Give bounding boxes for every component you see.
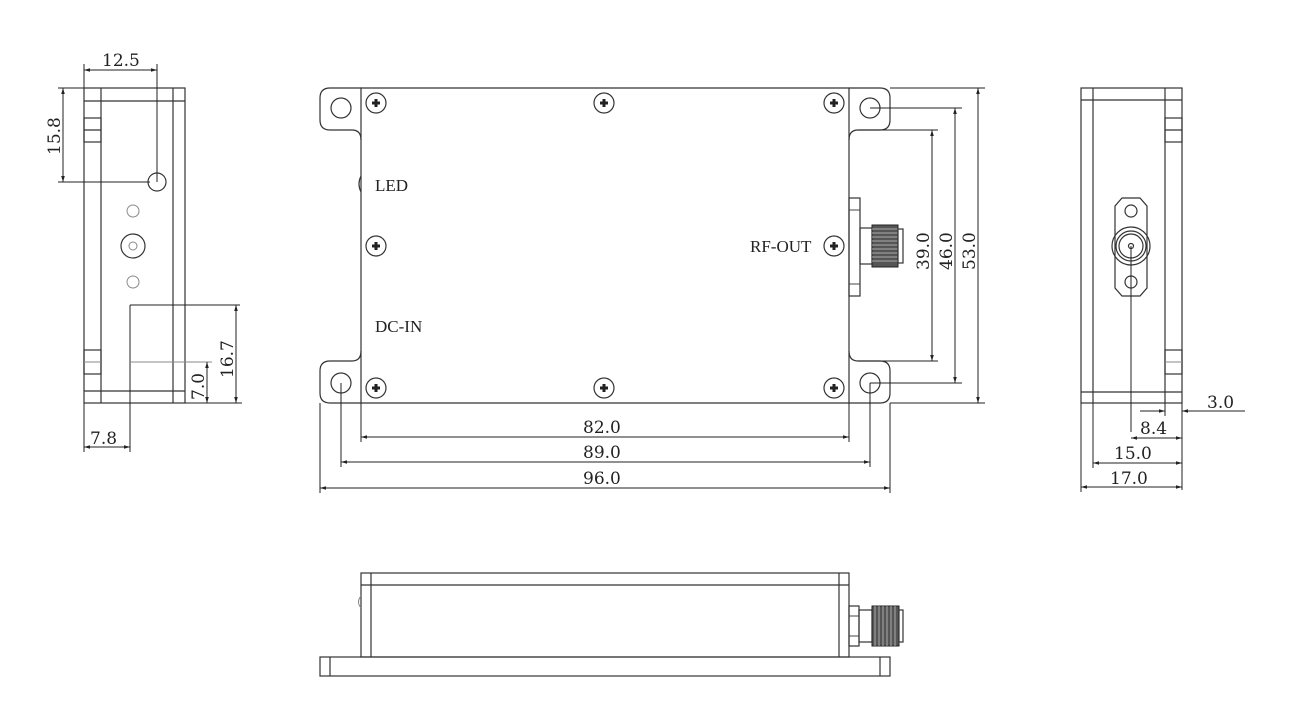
small-hole: [126, 204, 140, 218]
rf-connector-icon: [848, 197, 904, 297]
mounting-hole: [330, 97, 352, 119]
dc-in-label: DC-IN: [375, 317, 422, 336]
dim-53-0: 53.0: [960, 232, 980, 270]
dim-12-5: 12.5: [102, 51, 140, 71]
dim-7-0: 7.0: [189, 373, 209, 400]
dim-16-7: 16.7: [218, 340, 238, 378]
led-indicator: [358, 175, 362, 193]
dim-15-8: 15.8: [45, 117, 65, 155]
dim-15-0: 15.0: [1114, 444, 1152, 464]
dim-46-0: 46.0: [937, 232, 957, 270]
left-side-view: 12.5 15.8 16.7 7.0 7.8: [45, 51, 242, 452]
led-label: LED: [375, 176, 408, 195]
dim-96-0: 96.0: [583, 469, 621, 489]
dim-39-0: 39.0: [914, 232, 934, 270]
dim-82-0: 82.0: [583, 418, 621, 438]
rf-out-label: RF-OUT: [750, 237, 812, 256]
dc-connector-icon: [120, 233, 146, 259]
dim-17-0: 17.0: [1110, 469, 1148, 489]
rf-connector-side-icon: [848, 605, 904, 647]
right-side-view: 3.0 8.4 15.0 17.0: [1080, 87, 1245, 492]
dim-8-4: 8.4: [1140, 419, 1167, 439]
small-hole: [126, 275, 140, 289]
front-view: [319, 572, 904, 677]
dim-7-8: 7.8: [90, 429, 117, 449]
dim-3-0: 3.0: [1207, 393, 1234, 413]
top-view: LED DC-IN RF-OUT 39.0 46.0 53.0 82.0: [319, 87, 985, 493]
dim-89-0: 89.0: [583, 443, 621, 463]
